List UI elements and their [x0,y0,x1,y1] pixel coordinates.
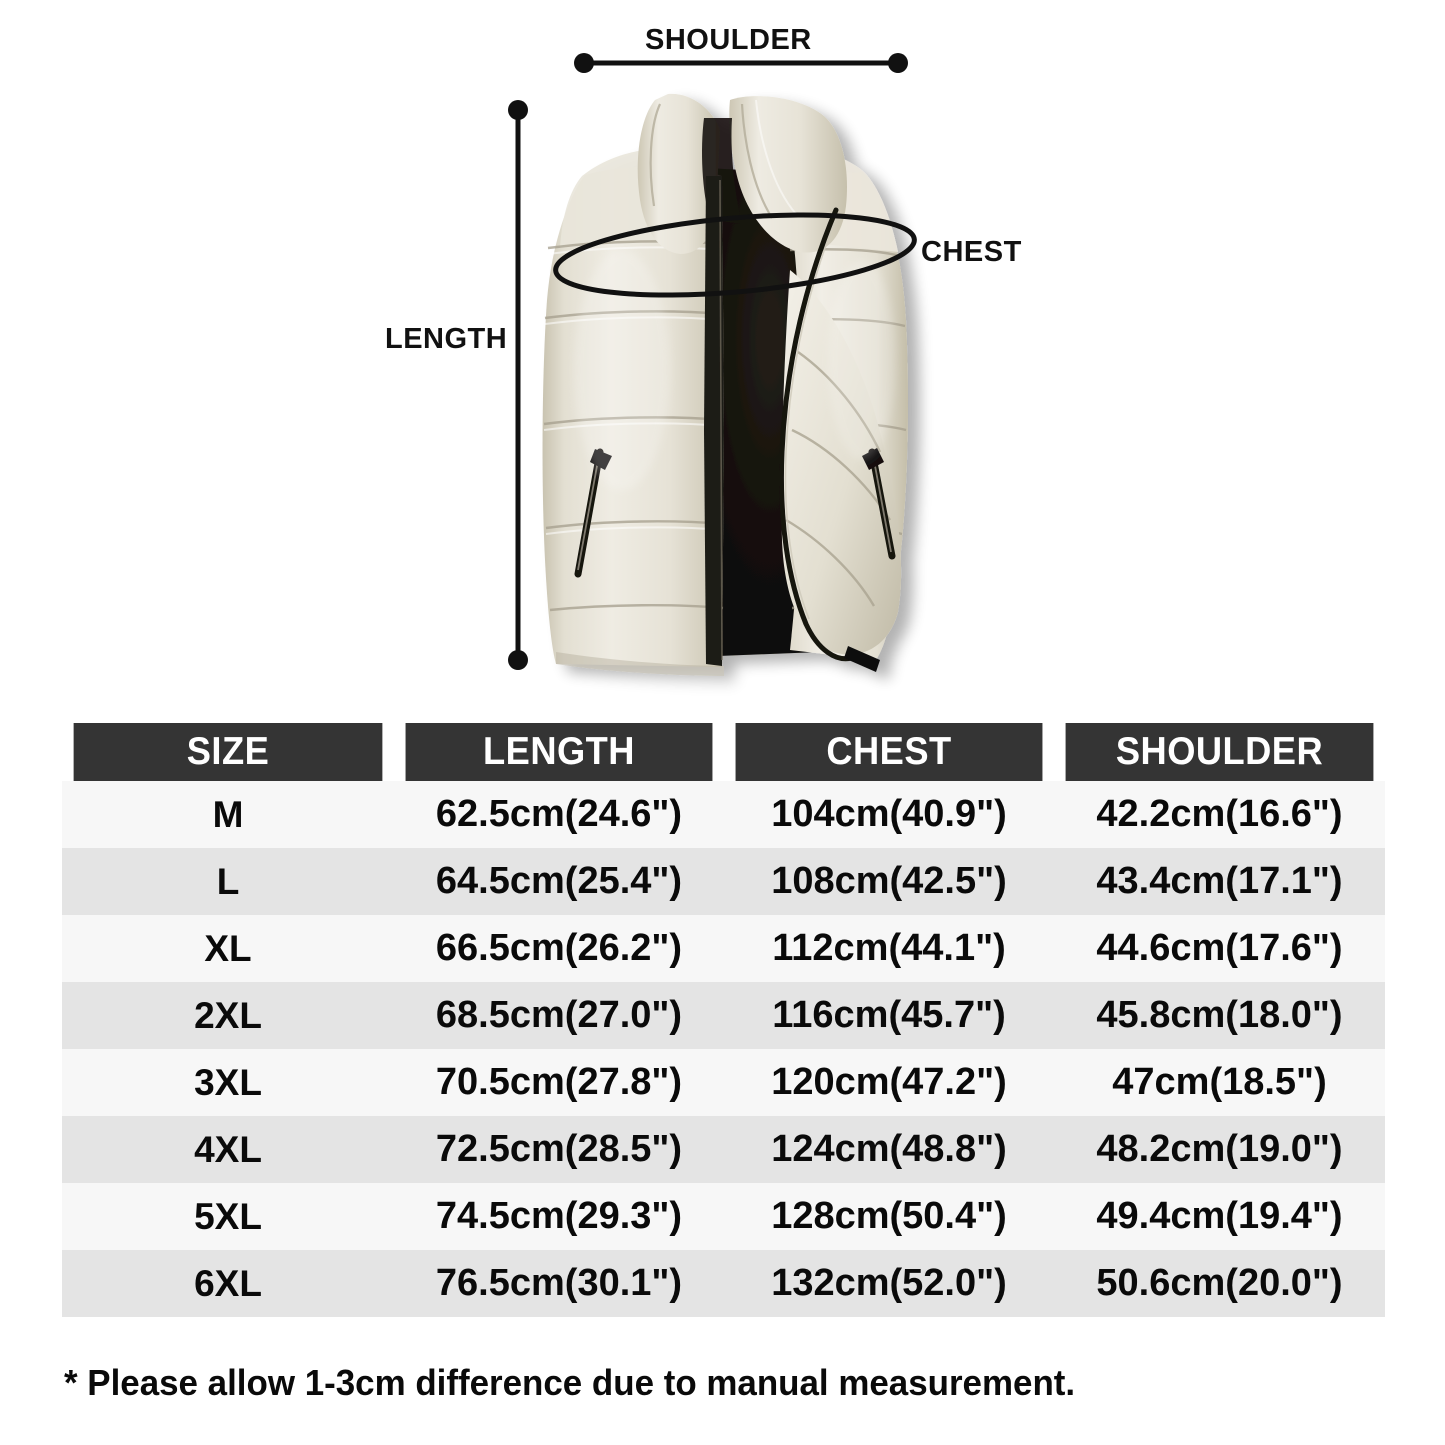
cell-size: M [62,781,394,848]
cell-length: 70.5cm(27.8") [394,1049,724,1116]
cell-shoulder: 44.6cm(17.6") [1054,915,1385,982]
length-guide [508,100,528,670]
cell-chest: 104cm(40.9") [724,781,1054,848]
cell-chest: 116cm(45.7") [724,982,1054,1049]
cell-shoulder: 43.4cm(17.1") [1054,848,1385,915]
cell-size: 3XL [62,1049,394,1116]
vest-left-collar [637,93,720,255]
cell-size: L [62,848,394,915]
column-header-shoulder: SHOULDER [1065,723,1374,781]
shoulder-measure-label: SHOULDER [645,24,812,56]
table-row: 3XL 70.5cm(27.8") 120cm(47.2") 47cm(18.5… [62,1049,1385,1116]
cell-chest: 124cm(48.8") [724,1116,1054,1183]
chest-measure-label: CHEST [921,236,1022,268]
table-row: 6XL 76.5cm(30.1") 132cm(52.0") 50.6cm(20… [62,1250,1385,1317]
cell-shoulder: 45.8cm(18.0") [1054,982,1385,1049]
flap-zipper-pull [844,646,880,672]
cell-size: 5XL [62,1183,394,1250]
length-measure-label: LENGTH [385,323,508,355]
cell-chest: 132cm(52.0") [724,1250,1054,1317]
cell-chest: 108cm(42.5") [724,848,1054,915]
table-header-row: SIZE LENGTH CHEST SHOULDER [62,723,1385,781]
center-zipper-tape [704,176,724,666]
cell-length: 72.5cm(28.5") [394,1116,724,1183]
table-row: 4XL 72.5cm(28.5") 124cm(48.8") 48.2cm(19… [62,1116,1385,1183]
chest-guide [553,212,917,298]
cell-length: 74.5cm(29.3") [394,1183,724,1250]
column-header-chest: CHEST [735,723,1043,781]
cell-length: 66.5cm(26.2") [394,915,724,982]
cell-size: 6XL [62,1250,394,1317]
cell-length: 64.5cm(25.4") [394,848,724,915]
cell-shoulder: 48.2cm(19.0") [1054,1116,1385,1183]
table-row: M 62.5cm(24.6") 104cm(40.9") 42.2cm(16.6… [62,781,1385,848]
cell-length: 68.5cm(27.0") [394,982,724,1049]
vest-graphic [542,93,908,676]
size-diagram: SHOULDER CHEST LENGTH [0,0,1445,705]
size-chart-table: SIZE LENGTH CHEST SHOULDER M 62.5cm(24.6… [62,723,1385,1317]
shoulder-guide [574,53,908,73]
table-row: L 64.5cm(25.4") 108cm(42.5") 43.4cm(17.1… [62,848,1385,915]
cell-shoulder: 50.6cm(20.0") [1054,1250,1385,1317]
column-header-size: SIZE [73,723,383,781]
cell-chest: 120cm(47.2") [724,1049,1054,1116]
measurement-disclaimer: * Please allow 1-3cm difference due to m… [64,1362,1076,1403]
cell-chest: 128cm(50.4") [724,1183,1054,1250]
cell-shoulder: 42.2cm(16.6") [1054,781,1385,848]
cell-length: 76.5cm(30.1") [394,1250,724,1317]
cell-shoulder: 47cm(18.5") [1054,1049,1385,1116]
cell-size: 4XL [62,1116,394,1183]
cell-chest: 112cm(44.1") [724,915,1054,982]
table-row: XL 66.5cm(26.2") 112cm(44.1") 44.6cm(17.… [62,915,1385,982]
table-row: 5XL 74.5cm(29.3") 128cm(50.4") 49.4cm(19… [62,1183,1385,1250]
table-row: 2XL 68.5cm(27.0") 116cm(45.7") 45.8cm(18… [62,982,1385,1049]
cell-size: 2XL [62,982,394,1049]
flap-zipper [778,207,855,662]
cell-shoulder: 49.4cm(19.4") [1054,1183,1385,1250]
cell-length: 62.5cm(24.6") [394,781,724,848]
vest-illustration [508,53,917,676]
cell-size: XL [62,915,394,982]
column-header-length: LENGTH [405,723,713,781]
